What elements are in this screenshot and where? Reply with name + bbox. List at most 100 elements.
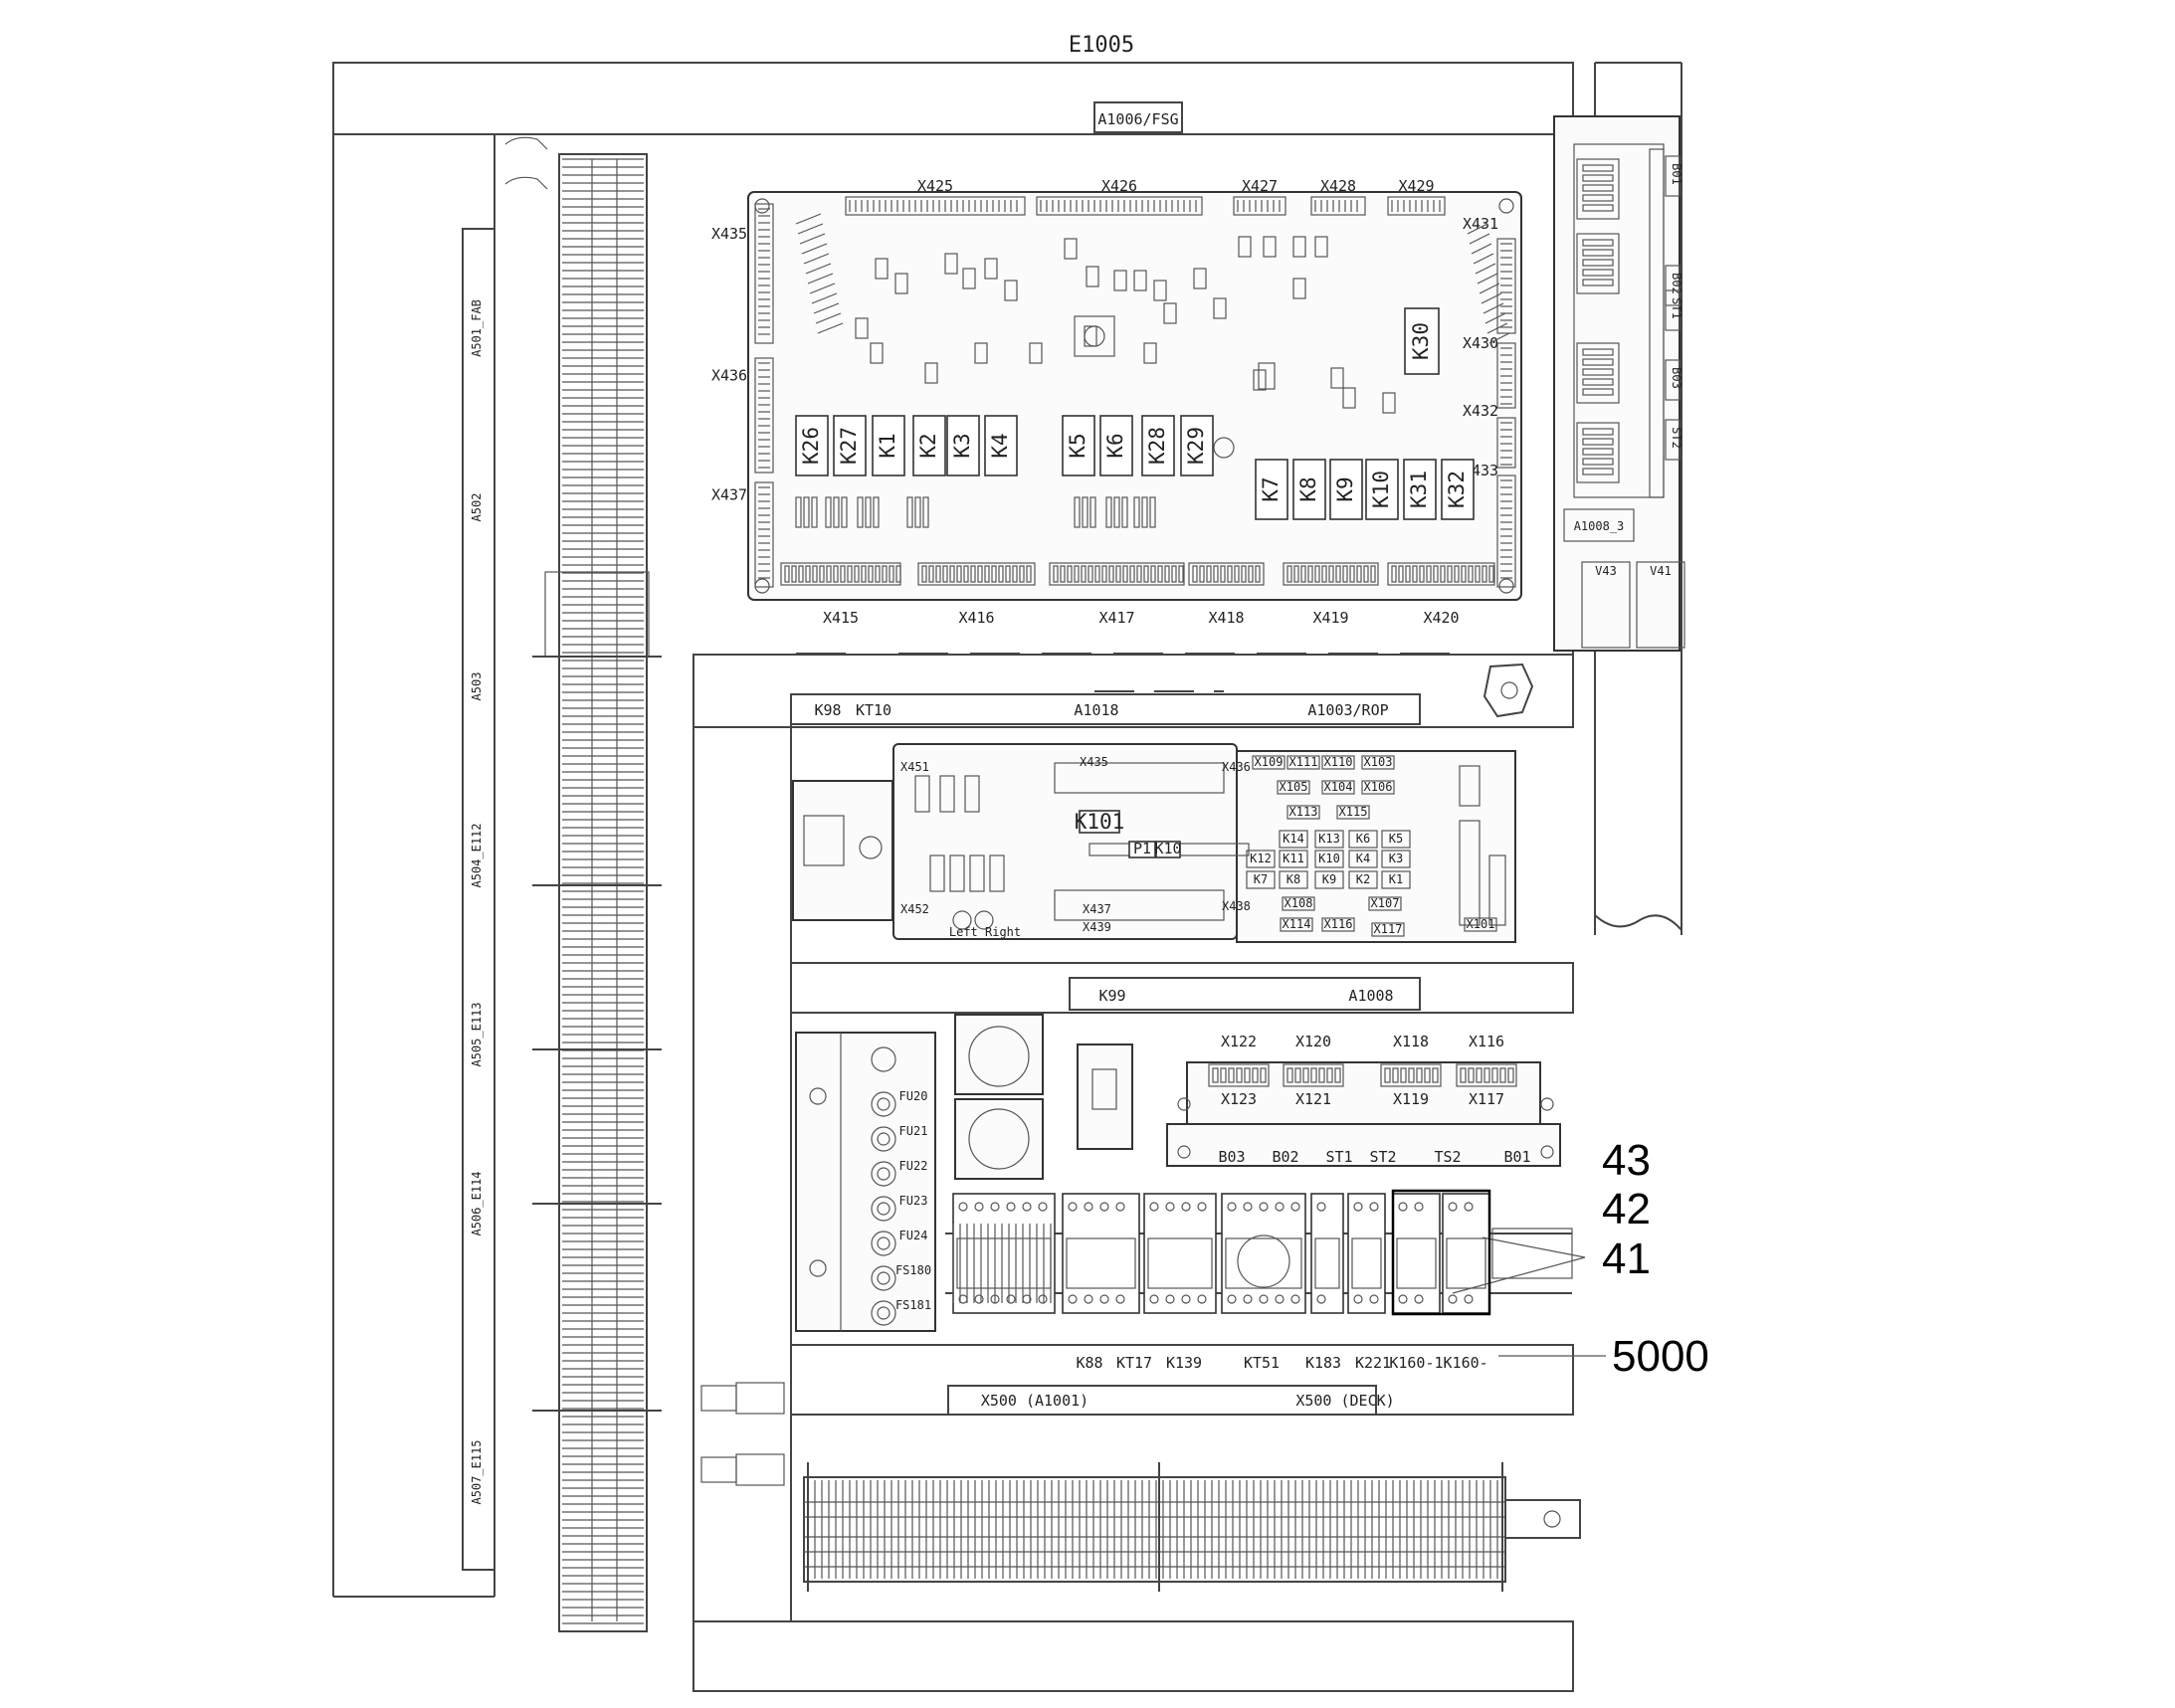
side-port-v41: V41 [1650,564,1672,578]
connector-x416: X416 [958,609,994,627]
board2-connector-x114: X114 [1283,917,1311,931]
din-label-a501-fab: A501_FAB [470,299,484,357]
rail3-label-k160-1k160: K160-1K160- [1389,1354,1487,1372]
board3-connector-x119: X119 [1393,1090,1429,1108]
connector-x417: X417 [1098,609,1134,627]
din-label-a502: A502 [470,493,484,522]
board2-small-relay-k12: K12 [1250,852,1272,865]
side-module [1553,115,1685,652]
relay-k31: K31 [1407,471,1431,508]
fuse-fu23: FU23 [899,1194,928,1208]
main-board-components [795,213,1510,528]
board2-x437: X437 [1083,902,1111,916]
side-label-b01: B01 [1670,163,1683,185]
board2-connector-x101: X101 [1467,917,1495,931]
board2-small-relay-k6: K6 [1356,832,1370,846]
board2-connector-x104: X104 [1324,780,1353,794]
board2-connector-x106: X106 [1364,780,1393,794]
vertical-terminal-rail [504,136,662,1632]
board2-connector-x113: X113 [1289,805,1318,819]
fuse-fu20: FU20 [899,1089,928,1103]
board2-small-relay-k8: K8 [1286,872,1300,886]
board2-x438: X438 [1222,899,1251,913]
rail1-kt10: KT10 [856,701,891,719]
side-label-b03: B03 [1670,367,1683,389]
relay-k2: K2 [916,433,940,458]
board2-connector-x116: X116 [1324,917,1353,931]
top-tag: A1006/FSG [1097,110,1178,128]
board3-label-st2: ST2 [1369,1148,1396,1166]
dashed-divider [796,653,1453,692]
relay-k32: K32 [1445,471,1469,508]
board-3 [795,1014,1561,1332]
relay-k6: K6 [1103,433,1127,458]
rail-1 [692,654,1574,1691]
nut-shape [1483,663,1534,718]
connector-x437: X437 [711,486,747,504]
horizontal-terminal-rail [803,1462,1581,1592]
din-rail-labels: A501_FABA502A503A504_E112A505_E113A506_E… [470,299,484,1504]
connector-x430: X430 [1463,334,1498,352]
board2-small-relay-k1: K1 [1389,872,1403,886]
board2-connector-x115: X115 [1339,805,1368,819]
din-label-a503: A503 [470,672,484,701]
board3-label-st1: ST1 [1325,1148,1352,1166]
fuse-fs181: FS181 [895,1298,931,1312]
connector-x420: X420 [1423,609,1459,627]
board2-x451: X451 [900,760,929,774]
board3-connector-x117: X117 [1469,1090,1504,1108]
connector-x431: X431 [1463,215,1498,233]
din-label-a507-e115: A507_E115 [470,1439,484,1504]
board2-small-relay-k2: K2 [1356,872,1370,886]
relay-k3: K3 [950,433,974,458]
board2-small-relay-k14: K14 [1283,832,1304,846]
connector-x429: X429 [1398,177,1434,195]
callout-43: 43 [1602,1136,1651,1185]
connector-x428: X428 [1320,177,1356,195]
connector-x415: X415 [823,609,859,627]
relay-k5: K5 [1066,433,1089,458]
fuse-fu24: FU24 [899,1229,928,1242]
callout-41: 41 [1602,1234,1651,1283]
side-label-st1: ST1 [1670,297,1683,319]
terminal-modules [952,1193,1573,1314]
callout-leaders [1391,1189,1606,1357]
connector-x425: X425 [917,177,953,195]
board3-label-ts2: TS2 [1434,1148,1461,1166]
fuse-fs180: FS180 [895,1263,931,1277]
relay-k30-label: K30 [1409,322,1433,360]
left-label-panel [462,228,495,1571]
board2-small-relay-k11: K11 [1283,852,1304,865]
board2-small-relay-k4: K4 [1356,852,1370,865]
rail3-sub-right: X500 (DECK) [1295,1392,1394,1410]
rail1-right: A1003/ROP [1307,701,1388,719]
connector-x419: X419 [1312,609,1348,627]
rail2-right: A1008 [1348,987,1393,1005]
board3-label-b02: B02 [1272,1148,1298,1166]
rail3-label-k221: K221 [1355,1354,1391,1372]
rail3-label-k88: K88 [1076,1354,1102,1372]
side-label-st2: ST2 [1670,427,1683,449]
board2-x436: X436 [1222,760,1251,774]
rail1-k98: K98 [814,701,841,719]
side-label-b02: B02 [1670,273,1683,294]
connector-x432: X432 [1463,402,1498,420]
board2-small-relay-k13: K13 [1318,832,1340,846]
callout-5000: 5000 [1612,1332,1709,1381]
board2-small-relay-k7: K7 [1254,872,1268,886]
relay-k8: K8 [1296,476,1320,501]
side-port-v43: V43 [1595,564,1617,578]
board3-connector-x116: X116 [1469,1033,1504,1050]
rail3-label-kt51: KT51 [1244,1354,1280,1372]
board2-bottom-text: Left Right [949,925,1021,939]
